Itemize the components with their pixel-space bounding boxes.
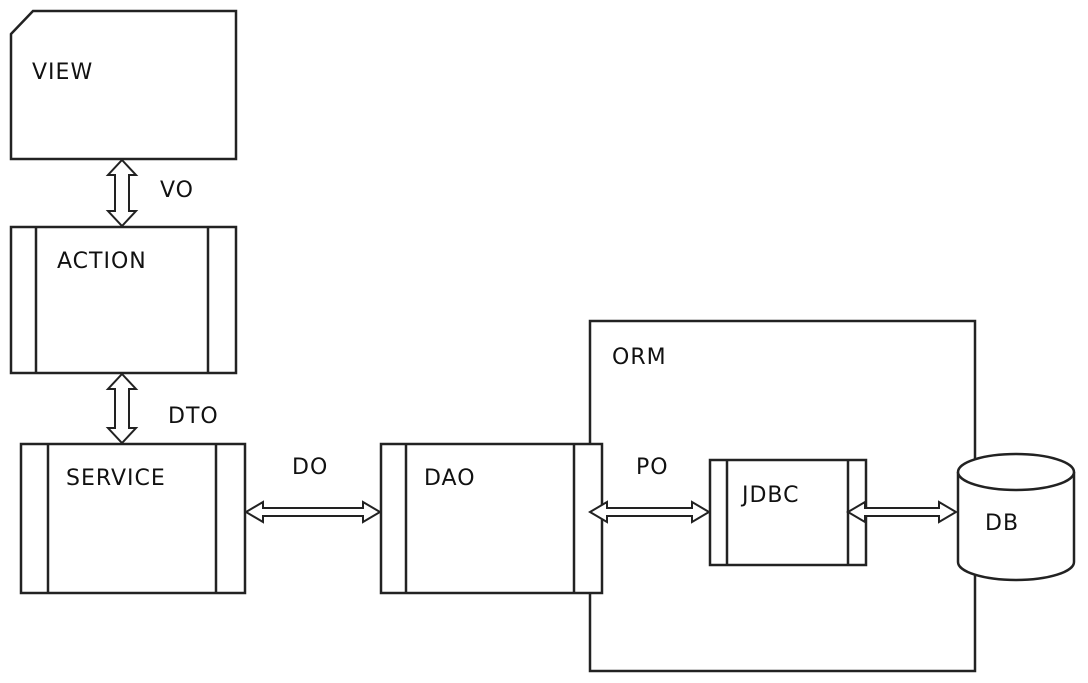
orm-label: ORM (612, 345, 667, 370)
connector-action-service: DTO (105, 372, 219, 445)
service-label: SERVICE (66, 466, 166, 491)
service-node-shape (19, 442, 247, 595)
db-cylinder-body (956, 472, 1076, 582)
vo-label: VO (160, 178, 194, 203)
double-arrow-po (588, 500, 711, 524)
service-node: SERVICE (19, 442, 247, 595)
action-label: ACTION (57, 249, 147, 274)
do-label: DO (292, 455, 328, 480)
dao-label: DAO (424, 466, 476, 491)
connector-service-dao: DO (244, 455, 382, 524)
db-node: DB (956, 452, 1076, 582)
double-arrow-do (244, 500, 382, 524)
double-arrow-dto (105, 372, 139, 445)
dto-label: DTO (168, 404, 219, 429)
po-label: PO (636, 455, 669, 480)
db-label: DB (985, 511, 1019, 536)
jdbc-node: JDBC (708, 458, 868, 567)
view-node: VIEW (9, 9, 238, 161)
db-cylinder-top (956, 452, 1076, 492)
connector-dao-jdbc: PO (588, 455, 711, 524)
connector-jdbc-db (846, 500, 958, 524)
view-node-shape (9, 9, 238, 161)
dao-node-shape (379, 442, 604, 595)
action-node-shape (9, 225, 238, 375)
jdbc-node-shape (708, 458, 868, 567)
double-arrow-vo (105, 158, 139, 228)
connector-view-action: VO (105, 158, 194, 228)
view-label: VIEW (32, 60, 93, 85)
dao-node: DAO (379, 442, 604, 595)
double-arrow-jdbc-db (846, 500, 958, 524)
action-node: ACTION (9, 225, 238, 375)
jdbc-label: JDBC (740, 483, 800, 508)
